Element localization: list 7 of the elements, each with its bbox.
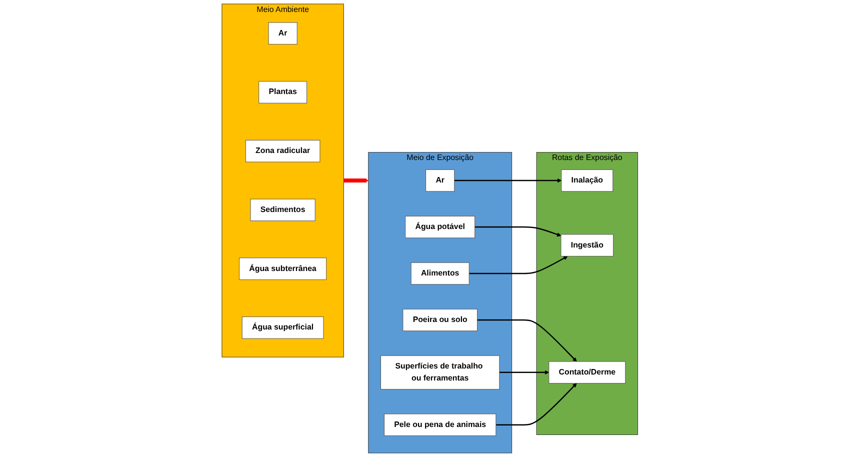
arrow (343, 178, 368, 183)
arrow (476, 319, 576, 362)
arrow (496, 383, 576, 426)
arrow (454, 178, 562, 183)
arrow (468, 256, 568, 274)
arrow (474, 226, 561, 237)
arrow (499, 370, 549, 375)
